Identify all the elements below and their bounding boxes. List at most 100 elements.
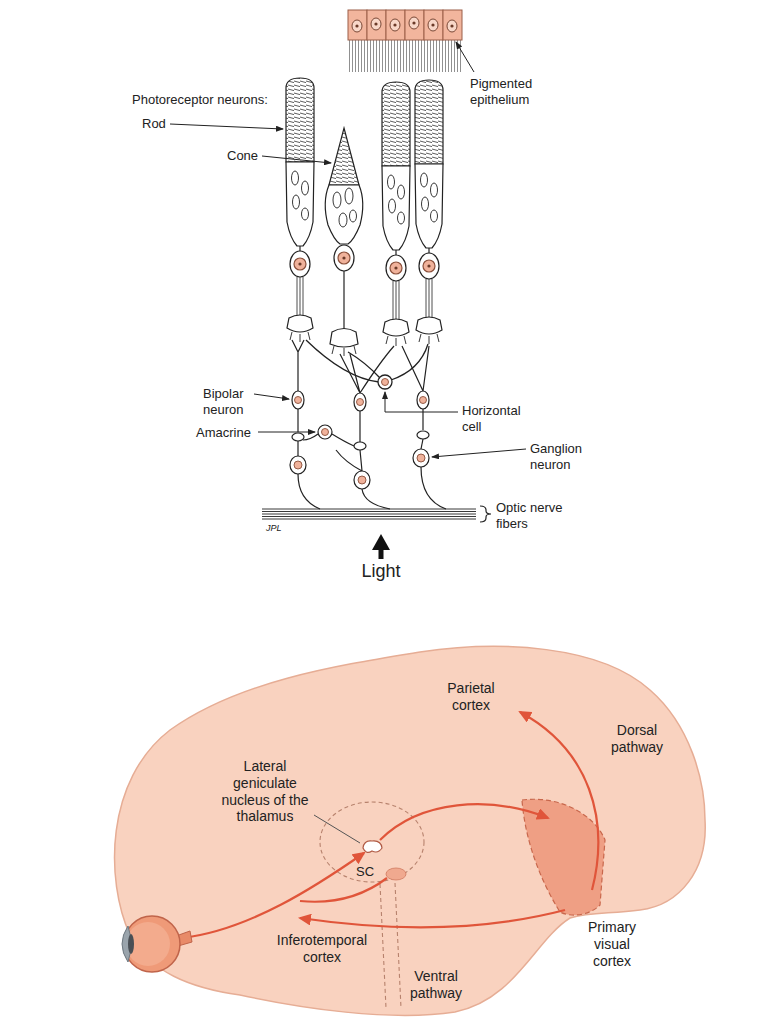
pigmented-epithelium	[390, 19, 400, 31]
rod-cell	[426, 279, 432, 320]
rod-cell	[298, 262, 301, 265]
lgn-leader	[314, 815, 360, 843]
thalamus-outline	[320, 802, 424, 882]
region-label: Inferotemporal cortex	[268, 932, 376, 966]
lgn-shape	[363, 841, 382, 853]
pigmented-epithelium	[428, 19, 438, 31]
pigmented-epithelium	[348, 40, 462, 72]
pigmented-epithelium	[424, 10, 443, 40]
rod-cell	[390, 262, 402, 274]
rod-cell	[431, 183, 438, 197]
bipolar-neuron	[340, 346, 394, 393]
pigmented-epithelium	[412, 21, 415, 24]
rod-cell	[386, 255, 406, 281]
optic-nerve-fibers	[262, 519, 476, 520]
part-label: Bipolar neuron	[203, 386, 263, 417]
leader-lines	[456, 42, 474, 72]
visual-pathway-arrows	[300, 878, 387, 902]
visual-pathway-arrows	[300, 910, 565, 927]
pigmented-epithelium	[374, 22, 377, 25]
lgn-shape	[363, 841, 382, 853]
pigmented-epithelium	[352, 17, 457, 32]
primary-visual-cortex-region	[522, 799, 605, 915]
rod-cell	[287, 315, 313, 332]
bipolar-neuron	[417, 391, 429, 409]
part-label: Pigmented epithelium	[470, 76, 555, 107]
light-label: Light	[351, 561, 411, 583]
light-arrow	[379, 549, 384, 559]
visual-pathway-arrows	[380, 804, 548, 840]
bipolar-neuron	[297, 409, 298, 432]
rod-cell	[421, 173, 428, 187]
rod-cell	[293, 195, 300, 209]
pigmented-epithelium	[443, 10, 462, 40]
rod-cell	[286, 78, 314, 342]
visual-pathway-arrows	[182, 853, 364, 938]
amacrine-cell	[303, 425, 354, 446]
bipolar-neuron	[402, 346, 429, 391]
cone-cell	[334, 245, 354, 271]
rod-cell	[431, 210, 438, 222]
part-label: Cone	[227, 148, 258, 164]
optic-nerve-fibers	[262, 509, 476, 510]
bipolar-neuron	[357, 399, 364, 406]
primary-visual-cortex-region	[522, 799, 605, 915]
rod-cell	[389, 199, 396, 213]
ganglion-neuron	[336, 450, 362, 471]
rod-cell	[292, 171, 299, 185]
rod-cell	[302, 208, 309, 220]
cone-cell	[338, 252, 350, 264]
bipolar-neuron	[292, 433, 304, 441]
ganglion-neuron	[417, 454, 425, 462]
part-label: Optic nerve fibers	[496, 500, 578, 531]
optic-nerve-fibers	[262, 506, 491, 522]
rod-cell	[393, 281, 399, 322]
rod-cell	[422, 197, 429, 211]
ganglion-neuron	[362, 489, 390, 509]
superior-colliculus	[386, 868, 406, 880]
rod-cell	[386, 336, 406, 346]
rod-cell	[415, 164, 443, 248]
leader-lines	[385, 392, 458, 412]
region-label: Primary visual cortex	[583, 919, 641, 969]
region-label: Lateral geniculate nucleus of the thalam…	[218, 758, 312, 825]
pigmented-epithelium	[431, 23, 434, 26]
part-label: Ganglion neuron	[530, 441, 602, 472]
horizontal-cell	[378, 375, 392, 389]
rod-cell	[382, 82, 410, 166]
optic-nerve-fibers	[262, 514, 476, 515]
rod-cell	[398, 185, 405, 199]
pathway-label: Dorsal pathway	[606, 722, 668, 756]
ganglion-neuron	[421, 439, 423, 449]
rod-cell	[286, 162, 314, 246]
part-label: Rod	[142, 116, 166, 132]
rod-cell	[423, 260, 435, 272]
rod-cell	[427, 264, 430, 267]
brain-outline	[115, 646, 706, 1015]
bipolar-neuron	[292, 391, 304, 409]
visual-pathway-arrows	[520, 712, 598, 890]
cone-cell	[330, 329, 358, 348]
rod-cell	[419, 334, 439, 344]
eye	[128, 934, 134, 954]
rod-cell	[302, 181, 309, 195]
rod-cell	[388, 175, 405, 224]
pigmented-epithelium	[355, 24, 358, 27]
rod-cell	[294, 258, 306, 270]
rod-cell	[388, 175, 395, 189]
rod-cell	[398, 212, 405, 224]
pigmented-epithelium	[352, 20, 362, 32]
ganglion-neuron	[413, 449, 429, 467]
leader-lines	[432, 449, 526, 457]
horizontal-cell	[306, 340, 379, 382]
rod-cell	[415, 80, 443, 344]
ganglion-neuron	[294, 461, 302, 469]
pigmented-epithelium	[371, 18, 381, 30]
region-label: SC	[356, 864, 374, 880]
ganglion-neuron	[354, 471, 370, 489]
thalamus-outline	[320, 802, 424, 1008]
rod-cell	[421, 173, 438, 222]
ganglion-neuron	[421, 467, 446, 509]
rod-cell	[415, 80, 443, 164]
cone-cell	[339, 213, 347, 227]
